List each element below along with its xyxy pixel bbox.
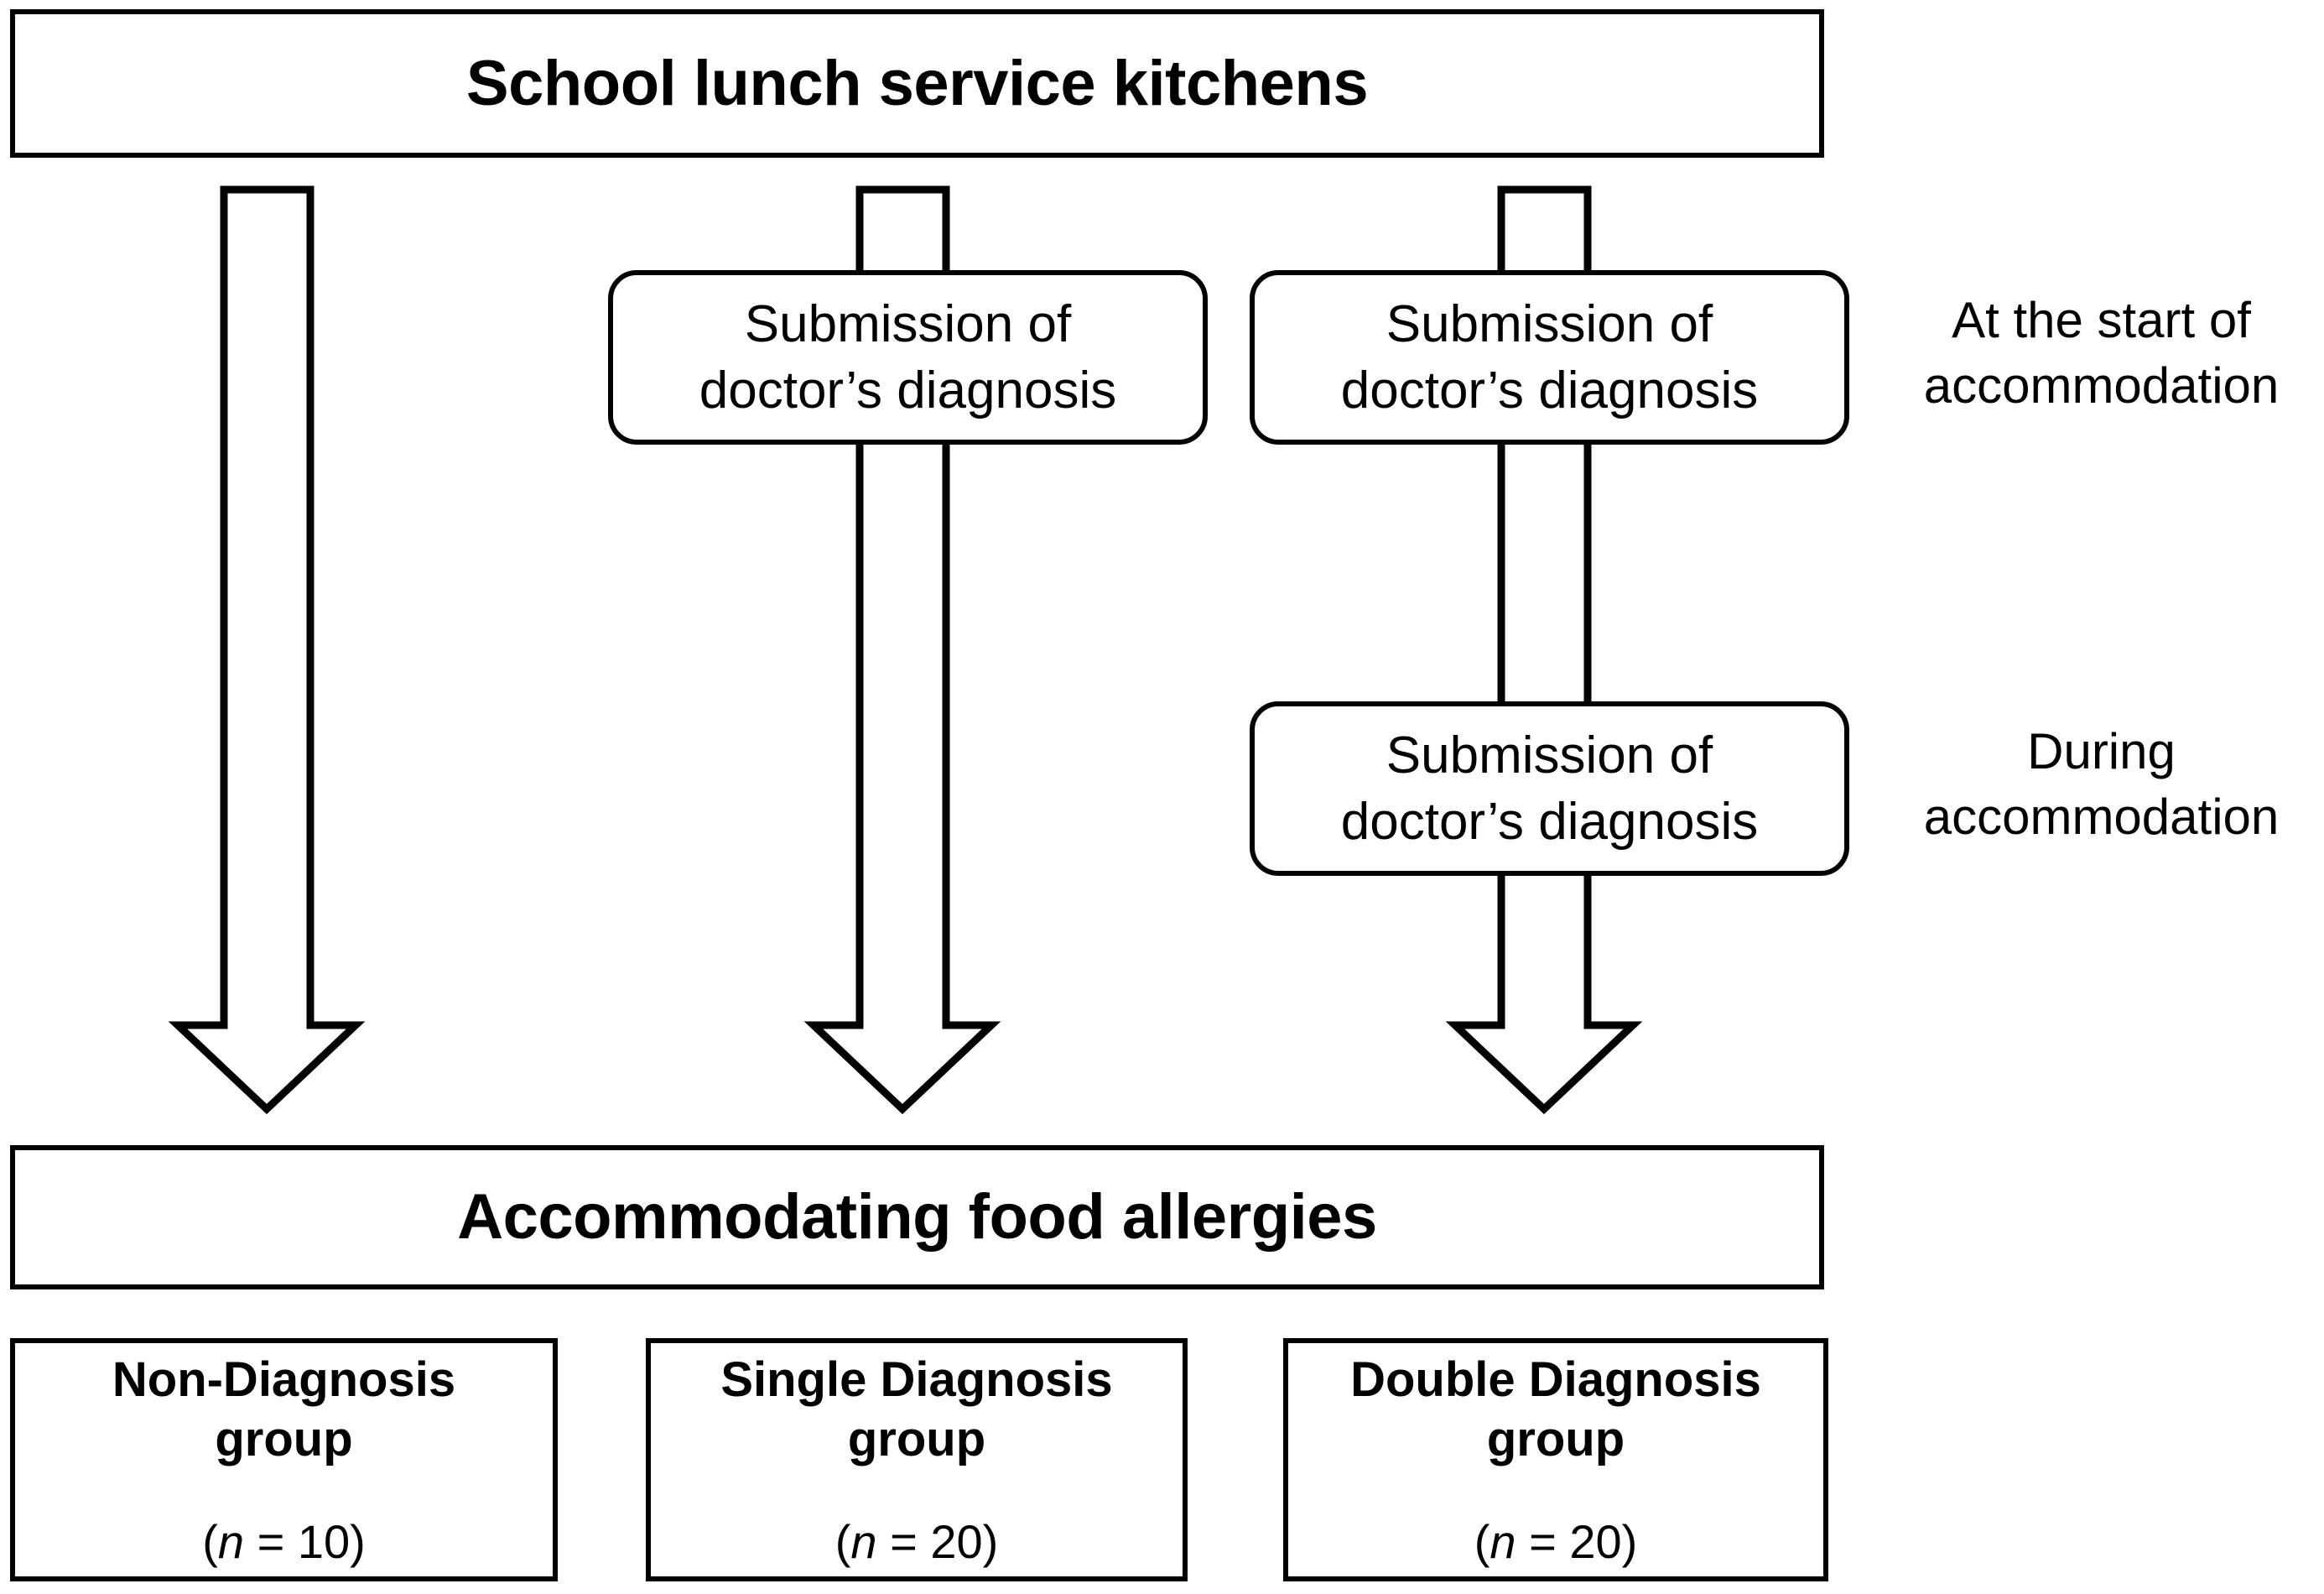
side-label-line2: accommodation — [1923, 789, 2280, 845]
rounded-box-line2: doctor’s diagnosis — [1340, 793, 1759, 851]
rounded-box-line1: Submission of — [744, 294, 1072, 353]
rounded-box-line1: Submission of — [1386, 726, 1713, 784]
rounded-box-diagnosis-during: Submission of doctor’s diagnosis — [1250, 701, 1849, 876]
side-label-line1: During — [2027, 723, 2176, 779]
group-title-line1: Single Diagnosis — [720, 1352, 1113, 1407]
rounded-box-diagnosis-start-right: Submission of doctor’s diagnosis — [1250, 270, 1849, 445]
top-box-school-lunch-kitchens: School lunch service kitchens — [10, 9, 1824, 158]
side-label-line2: accommodation — [1923, 357, 2280, 414]
side-label-during-accommodation: During accommodation — [1879, 719, 2324, 850]
group-n-symbol: n — [217, 1515, 245, 1569]
group-title-line2: group — [1486, 1411, 1625, 1466]
group-n-prefix: ( — [1474, 1515, 1490, 1569]
group-box-non-diagnosis: Non-Diagnosis group (n = 10) — [10, 1338, 558, 1581]
arrow-left-nondiagnosis — [168, 185, 366, 1115]
group-title-line1: Non-Diagnosis — [112, 1352, 456, 1407]
group-sample-size: (n = 20) — [835, 1514, 999, 1569]
group-sample-size: (n = 20) — [1474, 1514, 1638, 1569]
group-n-value: = 20) — [1516, 1515, 1638, 1569]
group-title-line2: group — [215, 1411, 353, 1466]
group-n-value: = 20) — [876, 1515, 999, 1569]
group-n-symbol: n — [1490, 1515, 1516, 1569]
outcome-box-accommodating-food-allergies: Accommodating food allergies — [10, 1145, 1824, 1289]
group-sample-size: (n = 10) — [202, 1514, 366, 1569]
rounded-box-line2: doctor’s diagnosis — [1340, 362, 1759, 419]
rounded-box-line2: doctor’s diagnosis — [699, 362, 1117, 419]
group-title-line1: Double Diagnosis — [1350, 1352, 1761, 1407]
group-title-line2: group — [847, 1411, 986, 1466]
group-box-double-diagnosis: Double Diagnosis group (n = 20) — [1283, 1338, 1828, 1581]
group-n-symbol: n — [850, 1515, 877, 1569]
group-box-single-diagnosis: Single Diagnosis group (n = 20) — [646, 1338, 1188, 1581]
side-label-line1: At the start of — [1952, 292, 2251, 348]
group-n-prefix: ( — [202, 1515, 218, 1569]
top-box-label: School lunch service kitchens — [465, 47, 1369, 119]
side-label-at-start-of-accommodation: At the start of accommodation — [1879, 288, 2324, 419]
group-n-value: = 10) — [244, 1515, 366, 1569]
outcome-box-label: Accommodating food allergies — [457, 1181, 1377, 1253]
rounded-box-diagnosis-start-left: Submission of doctor’s diagnosis — [608, 270, 1208, 445]
group-n-prefix: ( — [834, 1515, 851, 1569]
rounded-box-line1: Submission of — [1386, 294, 1713, 353]
